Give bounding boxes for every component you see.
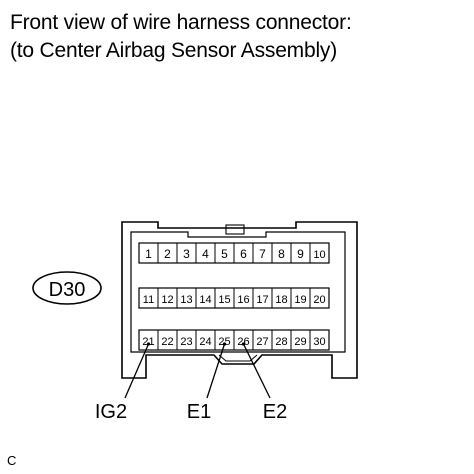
pin-number: 19 xyxy=(294,294,306,306)
pin-number: 22 xyxy=(161,336,173,348)
pin-number: 13 xyxy=(180,294,192,306)
pin-number: 4 xyxy=(202,247,209,261)
pin-number: 16 xyxy=(237,294,249,306)
pin-number: 25 xyxy=(218,336,230,348)
pin-number: 14 xyxy=(199,294,211,306)
pin-number: 7 xyxy=(259,247,266,261)
connector-housing xyxy=(121,221,358,379)
pin-number: 15 xyxy=(218,294,230,306)
pin-number: 11 xyxy=(143,294,154,306)
callout-line xyxy=(124,343,150,399)
connector-code-badge: D30 xyxy=(32,271,102,305)
pin-number: 18 xyxy=(275,294,287,306)
pin-number: 24 xyxy=(199,336,211,348)
pin-number: 26 xyxy=(237,336,249,348)
pin-cell xyxy=(309,287,330,309)
pin-number: 6 xyxy=(240,247,247,261)
pin-number: 3 xyxy=(183,247,190,261)
pin-number: 30 xyxy=(313,336,325,348)
callout-line xyxy=(242,343,271,399)
connector-code: D30 xyxy=(49,279,86,301)
terminal-label: E1 xyxy=(187,401,211,423)
pin-cell xyxy=(309,329,330,351)
pin-cell xyxy=(309,242,330,264)
pin-number: 10 xyxy=(313,249,325,261)
pin-number: 12 xyxy=(161,294,173,306)
corner-code: C xyxy=(7,453,17,468)
terminal-callouts: IG2 E1 E2 xyxy=(95,342,287,423)
pin-number: 28 xyxy=(275,336,287,348)
terminal-label: IG2 xyxy=(95,401,127,423)
pin-number: 1 xyxy=(145,247,152,261)
caption-title: Front view of wire harness connector: xyxy=(10,11,352,34)
callout-dot xyxy=(222,342,227,346)
pin-number: 21 xyxy=(142,336,154,348)
pin-number: 2 xyxy=(164,247,171,261)
pin-number: 9 xyxy=(297,247,304,261)
callout-dot xyxy=(241,342,246,346)
pin-number: 23 xyxy=(180,336,192,348)
pin-number: 8 xyxy=(278,247,285,261)
callout-line xyxy=(206,343,226,399)
pin-number: 20 xyxy=(313,294,325,306)
pin-number: 17 xyxy=(256,294,268,306)
caption-subtitle: (to Center Airbag Sensor Assembly) xyxy=(10,39,338,62)
pin-number: 5 xyxy=(221,247,228,261)
terminal-label: E2 xyxy=(263,401,287,423)
pin-number: 27 xyxy=(256,336,268,348)
pin-number: 29 xyxy=(294,336,306,348)
callout-dot xyxy=(146,342,151,346)
